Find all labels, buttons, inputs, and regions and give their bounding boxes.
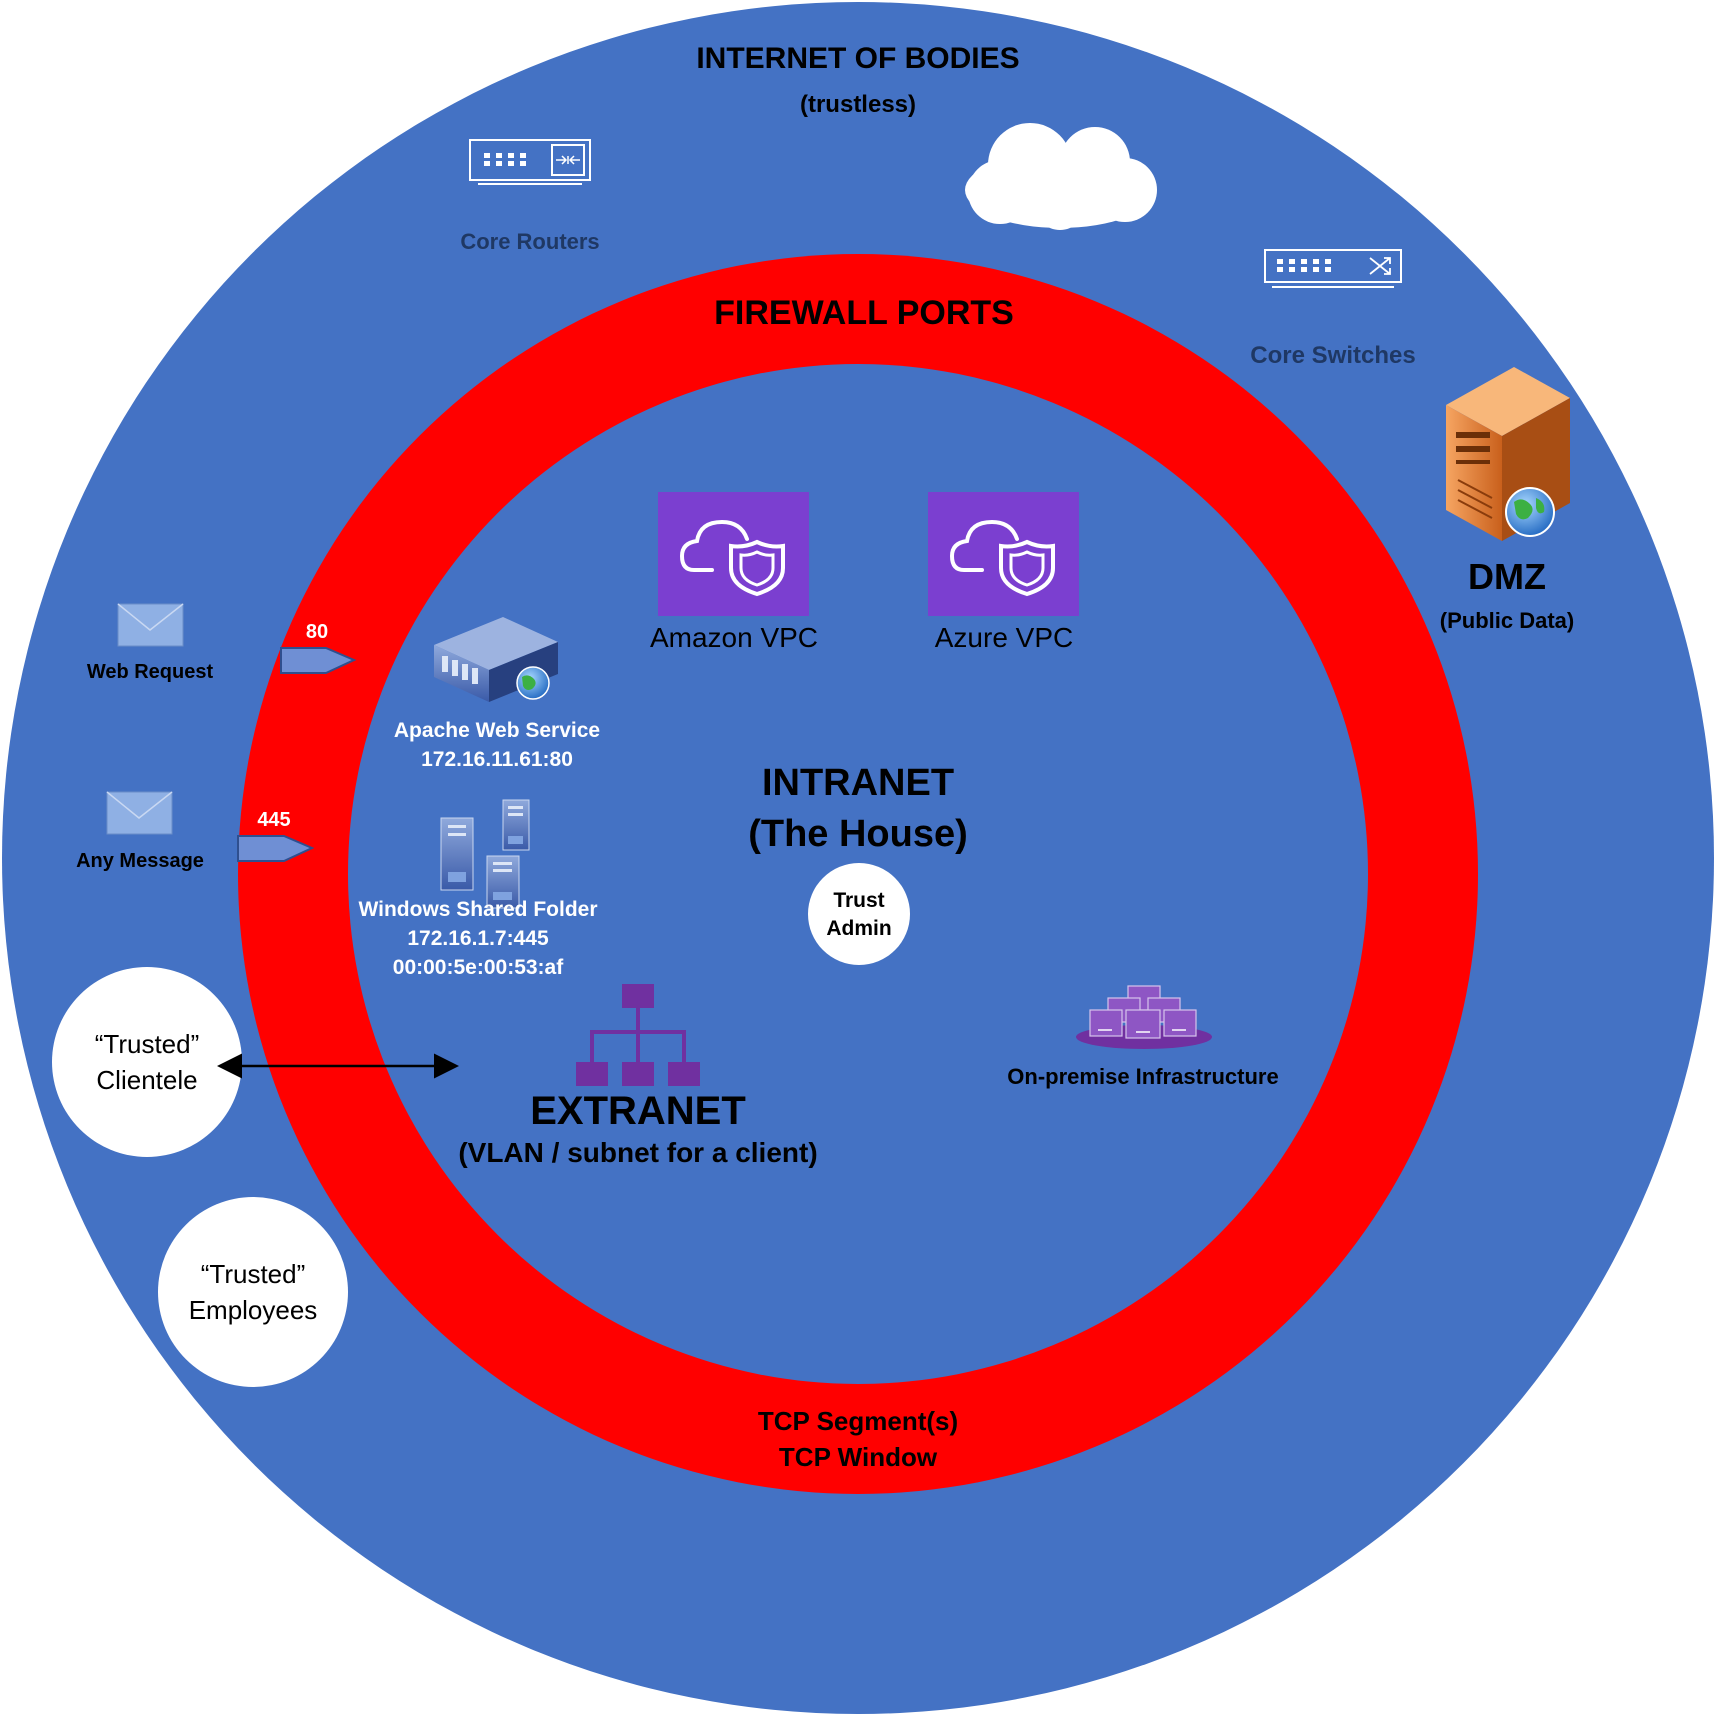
internet-title: INTERNET OF BODIES (696, 42, 1019, 75)
windows-title: Windows Shared Folder (359, 898, 598, 921)
apache-address: 172.16.11.61:80 (421, 748, 573, 771)
azure-vpc-label: Azure VPC (935, 622, 1074, 653)
windows-address: 172.16.1.7:445 (407, 927, 549, 950)
trust-admin-line2: Admin (826, 917, 891, 940)
extranet-title: EXTRANET (530, 1089, 746, 1133)
firewall-ports-title: FIREWALL PORTS (714, 294, 1014, 332)
port-80-label: 80 (306, 621, 328, 643)
intranet-title: INTRANET (762, 762, 954, 804)
cloud-icon (965, 123, 1157, 230)
trust-admin-line1: Trust (833, 889, 884, 912)
tcp-window-label: TCP Window (779, 1442, 938, 1472)
trusted-clientele-line2: Clientele (96, 1065, 197, 1095)
router-icon (469, 139, 591, 185)
trusted-clientele-node (52, 967, 242, 1157)
port-445-label: 445 (257, 809, 290, 831)
vpc-cloud-shield-icon (928, 492, 1079, 616)
vpc-cloud-shield-icon (658, 492, 809, 616)
apache-title: Apache Web Service (394, 719, 600, 742)
trusted-employees-node (158, 1197, 348, 1387)
core-routers-label: Core Routers (460, 229, 599, 254)
core-switches-label: Core Switches (1250, 342, 1415, 369)
switch-icon (1264, 249, 1402, 288)
intranet-subtitle: (The House) (748, 813, 968, 855)
web-server-icon (434, 617, 558, 702)
port-arrow-icon (280, 647, 357, 674)
any-message-label: Any Message (76, 850, 204, 872)
amazon-vpc-label: Amazon VPC (650, 622, 818, 653)
server-globe-icon (1446, 367, 1570, 541)
dmz-title: DMZ (1468, 556, 1546, 597)
tcp-segments-label: TCP Segment(s) (758, 1406, 958, 1436)
dmz-subtitle: (Public Data) (1440, 608, 1574, 633)
web-request-label: Web Request (87, 661, 214, 683)
internet-subtitle: (trustless) (800, 91, 916, 118)
hierarchy-icon (576, 984, 700, 1086)
envelope-icon (117, 603, 184, 647)
trusted-employees-line1: “Trusted” (201, 1259, 306, 1289)
onprem-infrastructure-icon (1076, 985, 1212, 1049)
onprem-label: On-premise Infrastructure (1007, 1064, 1278, 1089)
trust-admin-node (808, 863, 910, 965)
server-cluster-icon (440, 799, 530, 909)
envelope-icon (106, 791, 173, 835)
extranet-subtitle: (VLAN / subnet for a client) (458, 1137, 817, 1168)
trusted-employees-line2: Employees (189, 1295, 318, 1325)
trusted-clientele-line1: “Trusted” (95, 1029, 200, 1059)
windows-mac: 00:00:5e:00:53:af (393, 956, 564, 979)
port-arrow-icon (237, 835, 315, 862)
